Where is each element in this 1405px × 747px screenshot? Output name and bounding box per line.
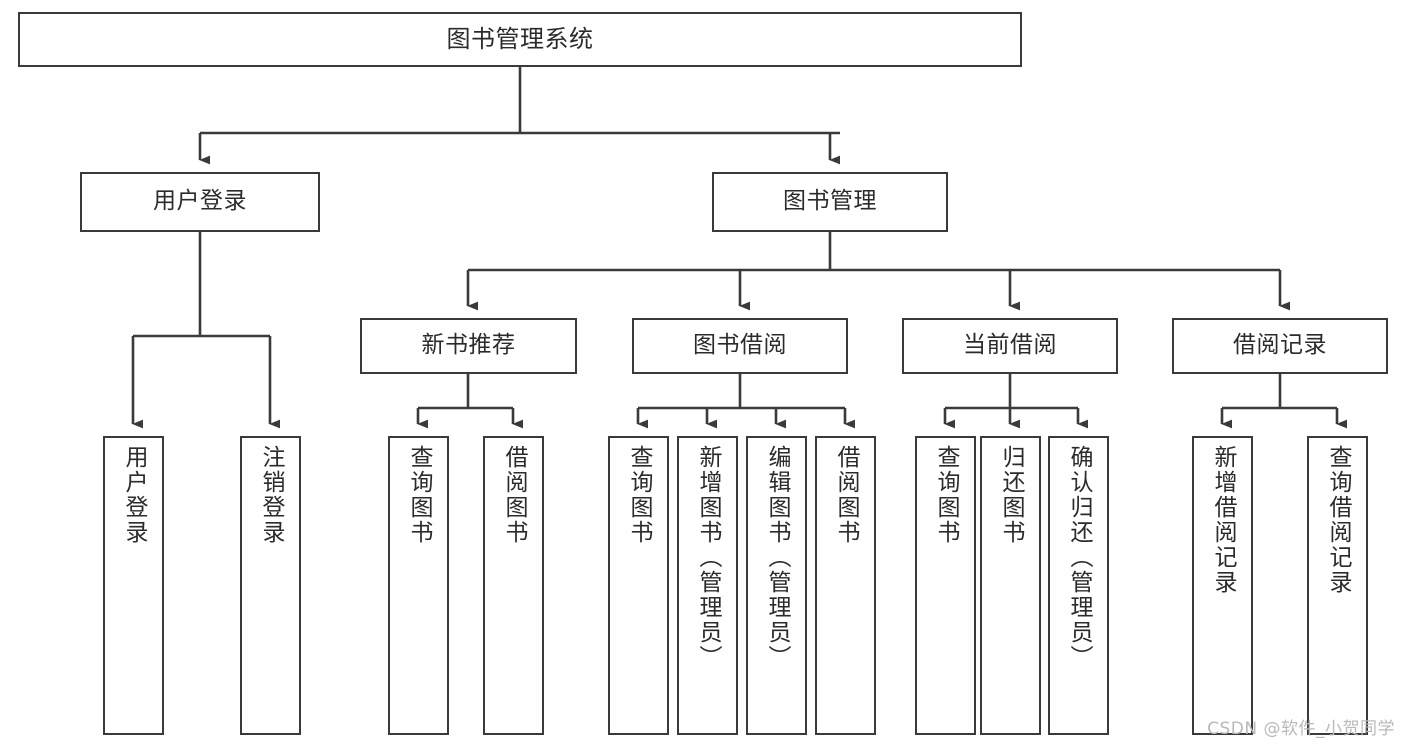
node-book-borrow[interactable]: 图书借阅 — [632, 318, 848, 374]
node-leaf-add-record[interactable]: 新增借阅记录 — [1192, 436, 1253, 735]
node-root-label: 图书管理系统 — [446, 25, 594, 54]
node-user-login-label: 用户登录 — [153, 188, 247, 215]
node-current-borrow[interactable]: 当前借阅 — [902, 318, 1118, 374]
node-leaf-confirm-return-label: 确认归还（管理员） — [1066, 445, 1092, 670]
node-book-manage[interactable]: 图书管理 — [712, 172, 948, 232]
node-leaf-query-book-2-label: 查询图书 — [626, 445, 652, 545]
node-leaf-add-record-label: 新增借阅记录 — [1210, 445, 1236, 595]
node-leaf-user-login-label: 用户登录 — [121, 445, 147, 545]
node-leaf-borrow-book-1-label: 借阅图书 — [501, 445, 527, 545]
node-leaf-confirm-return[interactable]: 确认归还（管理员） — [1048, 436, 1109, 735]
node-leaf-logout[interactable]: 注销登录 — [240, 436, 301, 735]
node-leaf-return-book-label: 归还图书 — [998, 445, 1024, 545]
node-leaf-borrow-book-2[interactable]: 借阅图书 — [815, 436, 876, 735]
node-leaf-edit-book-label: 编辑图书（管理员） — [764, 445, 790, 670]
node-leaf-logout-label: 注销登录 — [258, 445, 284, 545]
node-leaf-query-book-3[interactable]: 查询图书 — [915, 436, 976, 735]
node-leaf-edit-book[interactable]: 编辑图书（管理员） — [746, 436, 807, 735]
node-leaf-user-login[interactable]: 用户登录 — [103, 436, 164, 735]
node-book-manage-label: 图书管理 — [783, 188, 877, 215]
node-leaf-borrow-book-1[interactable]: 借阅图书 — [483, 436, 544, 735]
watermark-text: CSDN @软件_小贺同学 — [1207, 719, 1395, 739]
node-new-book-recommend-label: 新书推荐 — [421, 332, 516, 359]
node-leaf-query-record-label: 查询借阅记录 — [1325, 445, 1351, 595]
node-root[interactable]: 图书管理系统 — [18, 12, 1022, 67]
node-leaf-add-book[interactable]: 新增图书（管理员） — [677, 436, 738, 735]
node-borrow-record-label: 借阅记录 — [1233, 332, 1327, 359]
node-new-book-recommend[interactable]: 新书推荐 — [360, 318, 577, 374]
node-leaf-query-book-1[interactable]: 查询图书 — [388, 436, 449, 735]
node-borrow-record[interactable]: 借阅记录 — [1172, 318, 1388, 374]
node-leaf-query-book-1-label: 查询图书 — [406, 445, 432, 545]
node-leaf-query-book-2[interactable]: 查询图书 — [608, 436, 669, 735]
node-user-login[interactable]: 用户登录 — [80, 172, 320, 232]
node-current-borrow-label: 当前借阅 — [963, 332, 1057, 359]
node-leaf-query-book-3-label: 查询图书 — [933, 445, 959, 545]
node-leaf-return-book[interactable]: 归还图书 — [980, 436, 1041, 735]
node-leaf-query-record[interactable]: 查询借阅记录 — [1307, 436, 1368, 735]
node-leaf-add-book-label: 新增图书（管理员） — [695, 445, 721, 670]
node-book-borrow-label: 图书借阅 — [693, 332, 787, 359]
node-leaf-borrow-book-2-label: 借阅图书 — [833, 445, 859, 545]
